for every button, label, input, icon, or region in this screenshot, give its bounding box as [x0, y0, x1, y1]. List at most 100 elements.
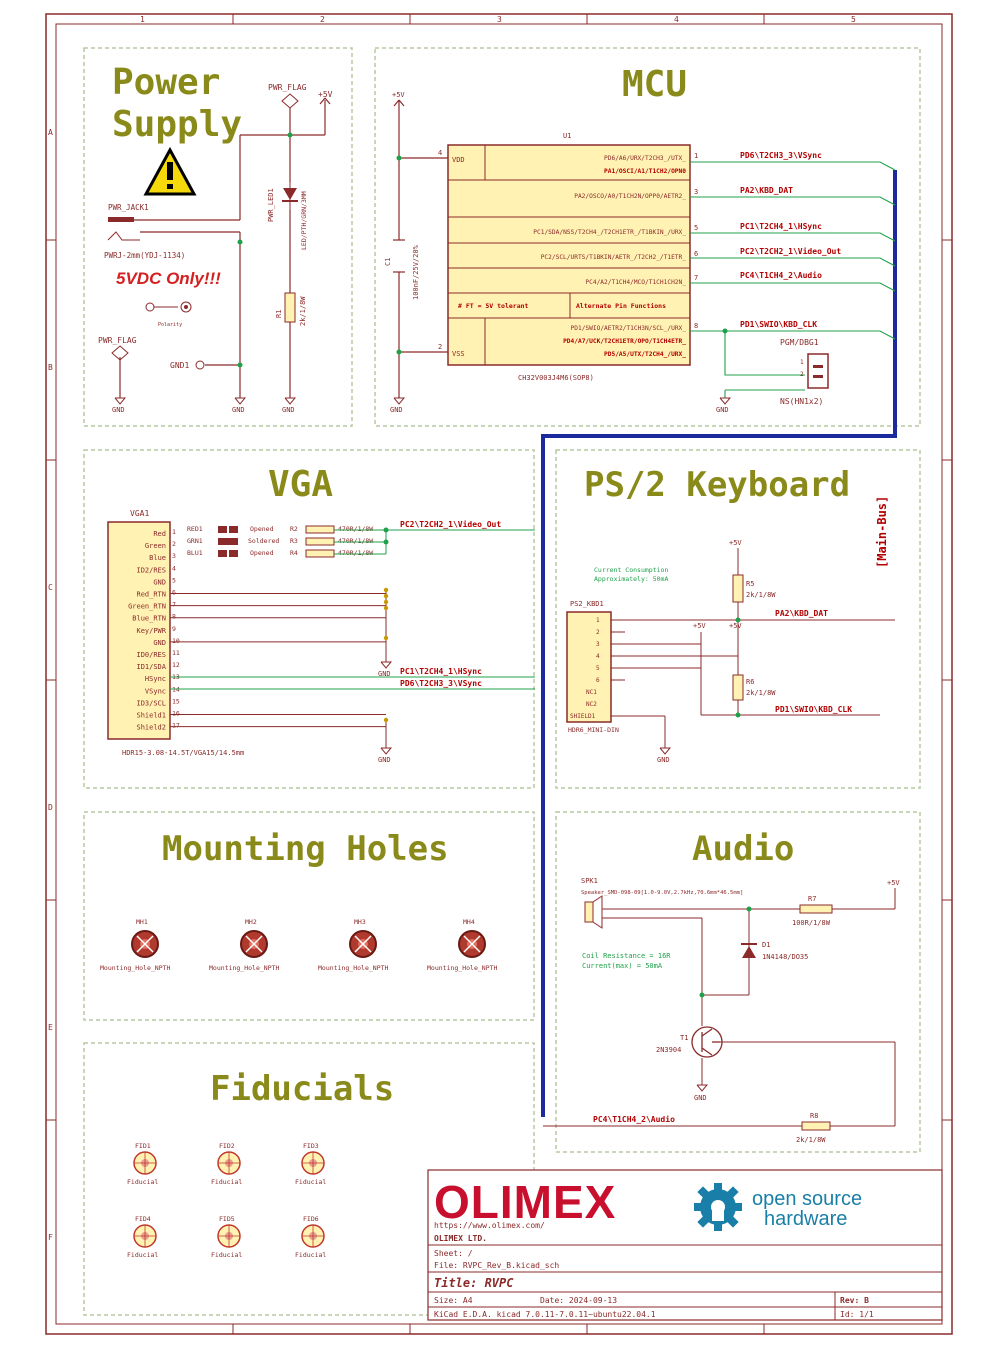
t1-ref: T1: [680, 1034, 688, 1042]
mcu-pin2: 2: [438, 343, 442, 351]
vga-pin-number: 2: [172, 540, 176, 548]
pwr-jack-symbol: [108, 217, 134, 222]
audio-section-box: [555, 811, 921, 1153]
u1-pin-pc4: PC4/A2/T1CH4/MCO/T1CH1CH2N_: [585, 279, 686, 286]
border-col-2: 2: [320, 15, 325, 24]
tb-title: Title: RVPC: [434, 1276, 514, 1290]
ps2-note-2: Approximately: 50mA: [594, 575, 668, 583]
mounting-hole-value: Mounting_Hole_NPTH: [100, 964, 171, 972]
border-col-3: 3: [497, 15, 502, 24]
audio-title: Audio: [692, 829, 794, 869]
u1-vdd: VDD: [452, 156, 465, 164]
svg-text:2: 2: [800, 371, 804, 378]
ps2-net-kbd-clk: PD1\SWIO\KBD_CLK: [775, 705, 852, 714]
mounting-hole-ref: MH1: [136, 918, 148, 926]
svg-text:1: 1: [596, 617, 600, 624]
main-bus-label: [Main-Bus]: [875, 496, 889, 568]
u1-note-ft: # FT = 5V tolerant: [458, 302, 529, 310]
fiducial-icon: [301, 1151, 325, 1175]
fiducial-ref: FID1: [135, 1142, 151, 1150]
border-col-4: 4: [674, 15, 679, 24]
border-row-f: F: [48, 1233, 53, 1242]
u1-pin-pd4: PD4/A7/UCK/T2CH1ETR/OPO/T1CH4ETR_: [563, 338, 686, 345]
ps2-title: PS/2 Keyboard: [584, 465, 850, 505]
u1-pin-pd5: PD5/A5/UTX/T2CH4_/URX_: [604, 351, 686, 358]
tb-sheet: Sheet: /: [434, 1249, 473, 1258]
mcu-pin8: 8: [694, 322, 698, 330]
r8-ref: R8: [810, 1112, 818, 1120]
jumper-label-1: Opened: [250, 525, 274, 533]
vga-section: VGA VGA1 RedGreenBlueID2/RESGNDRed_RTNGr…: [107, 464, 535, 764]
mcu-pin1: 1: [694, 152, 698, 160]
mounting-hole-icon: [131, 930, 159, 958]
mcu-pin4: 4: [438, 149, 442, 157]
osh-text-2: hardware: [764, 1208, 847, 1230]
ps2-section: PS/2 Keyboard [Main-Bus] Current Consump…: [566, 465, 895, 764]
warning-icon: [143, 146, 197, 196]
c1-ref: C1: [384, 258, 392, 266]
fiducial-value: Fiducial: [295, 1251, 326, 1259]
vga-ref: VGA1: [130, 509, 149, 518]
vga-pin-number: 16: [172, 710, 180, 718]
power-title-line2: Supply: [112, 104, 242, 145]
fiducial-icon: [217, 1151, 241, 1175]
net-pc2-video: PC2\T2CH2_1\Video_Out: [740, 246, 841, 256]
olimex-company: OLIMEX LTD.: [434, 1234, 487, 1243]
u1-pin-pc1: PC1/SDA/NSS/T2CH4_/T2CH1ETR_/T1BKIN_/URX…: [533, 229, 686, 236]
u1-pin-pa2: PA2/OSCO/A0/T1CH2N/OPP0/AETR2_: [574, 193, 686, 200]
power-section-box: [83, 47, 353, 427]
r4-value: 470R/1/8W: [338, 549, 373, 557]
u1-part: CH32V003J4M6(SOP8): [518, 374, 594, 382]
led-symbol: [282, 182, 298, 210]
vga-pin-label: Red_RTN: [136, 591, 166, 599]
r8-symbol: [801, 1121, 831, 1131]
title-block: OLIMEX https://www.olimex.com/ OLIMEX LT…: [427, 1169, 943, 1321]
pgm-ref: PGM/DBG1: [780, 338, 819, 347]
vga-section-box: [83, 449, 535, 789]
mcu-title: MCU: [622, 64, 687, 105]
fid-section-box: [83, 1042, 535, 1316]
ps2-plus5v-2: +5V: [693, 622, 706, 630]
vga-pin-number: 12: [172, 661, 180, 669]
polarity-label: Polarity: [158, 322, 182, 328]
border-row-c: C: [48, 583, 53, 592]
r4-symbol: [305, 549, 335, 558]
inner-frame: [55, 23, 943, 1325]
fiducial-value: Fiducial: [127, 1178, 158, 1186]
mounting-hole-icon: [458, 930, 486, 958]
ps2-gnd: GND: [657, 756, 670, 764]
mcu-pin5: 5: [694, 224, 698, 232]
vga-pin-number: 8: [172, 613, 176, 621]
net-pd6-vsync: PD6\T2CH3_3\VSync: [740, 151, 822, 160]
fiducial-icon: [133, 1151, 157, 1175]
r8-value: 2k/1/8W: [796, 1136, 826, 1144]
svg-text:1: 1: [800, 359, 804, 366]
u1-vss: VSS: [452, 350, 465, 358]
fiducial-value: Fiducial: [211, 1178, 242, 1186]
mcu-section: MCU +5V C1 100nF/25V/20% 4 2 U1: [384, 64, 896, 414]
mounting-hole-ref: MH3: [354, 918, 366, 926]
r1-symbol: [284, 292, 296, 323]
vga-net-vsync: PD6\T2CH3_3\VSync: [400, 679, 482, 688]
coil-current: Current(max) = 50mA: [582, 962, 663, 970]
r5-value: 2k/1/8W: [746, 591, 776, 599]
led-ref: PWR_LED1: [267, 188, 275, 222]
fiducial-value: Fiducial: [211, 1251, 242, 1259]
r7-ref: R7: [808, 895, 816, 903]
u1-ref: U1: [563, 132, 571, 140]
audio-section: Audio SPK1 Speaker_SMD-098-09[1.0-9.0V,2…: [543, 829, 900, 1144]
net-pa2-kbd-dat: PA2\KBD_DAT: [740, 186, 793, 195]
mcu-gnd-1: GND: [390, 406, 403, 414]
ps2-section-box: [555, 449, 921, 789]
pwr-flag-symbol: [281, 93, 299, 109]
plus5v-label: +5V: [318, 90, 333, 99]
t1-value: 2N3904: [656, 1046, 681, 1054]
vga-pin-label: HSync: [145, 675, 166, 683]
svg-text:3: 3: [596, 641, 600, 648]
mounting-hole-value: Mounting_Hole_NPTH: [427, 964, 498, 972]
tb-date: Date: 2024-09-13: [540, 1296, 617, 1305]
tb-rev: Rev: B: [840, 1296, 869, 1305]
vga-pin-number: 17: [172, 722, 180, 730]
fiducial-ref: FID3: [303, 1142, 319, 1150]
